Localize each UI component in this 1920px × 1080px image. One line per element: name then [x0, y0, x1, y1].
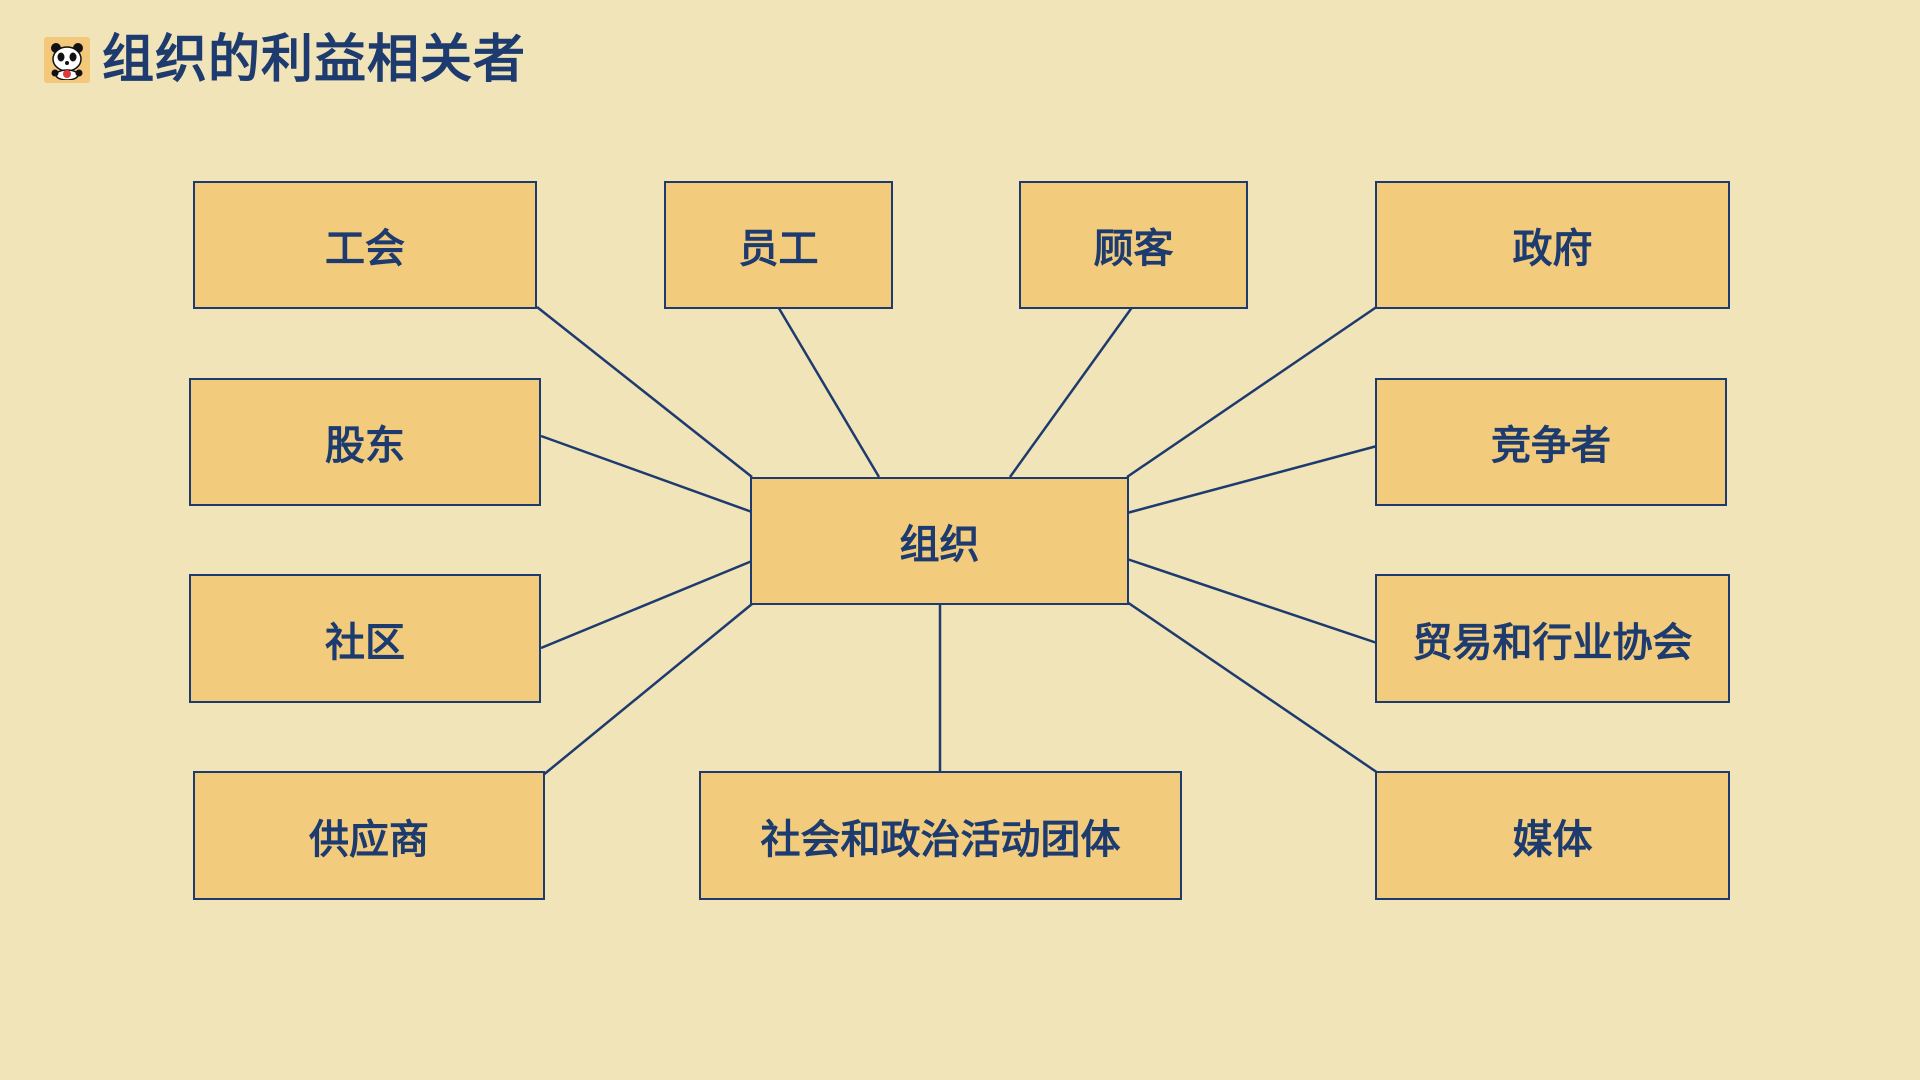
- panda-icon: [44, 37, 90, 83]
- node-suppliers: 供应商: [193, 771, 545, 900]
- link-shareholders: [540, 434, 753, 514]
- link-customers: [1008, 305, 1135, 478]
- link-union: [536, 306, 753, 478]
- link-suppliers: [541, 603, 753, 777]
- node-customers: 顾客: [1019, 181, 1248, 309]
- node-union: 工会: [193, 181, 537, 309]
- link-community: [540, 559, 753, 650]
- node-activist-groups: 社会和政治活动团体: [699, 771, 1182, 900]
- link-employees: [775, 304, 881, 478]
- node-trade-associations: 贸易和行业协会: [1375, 574, 1730, 703]
- node-competitors: 竞争者: [1375, 378, 1727, 506]
- node-government: 政府: [1375, 181, 1730, 309]
- page-title: 组织的利益相关者: [102, 30, 527, 90]
- node-community: 社区: [189, 574, 541, 703]
- link-trade-associations: [1126, 557, 1378, 645]
- link-media: [1126, 600, 1379, 775]
- node-media: 媒体: [1375, 771, 1730, 900]
- link-government: [1126, 304, 1379, 479]
- node-shareholders: 股东: [189, 378, 541, 506]
- slide-header: 组织的利益相关者: [44, 34, 526, 86]
- link-competitors: [1126, 444, 1378, 515]
- node-center-organization: 组织: [750, 477, 1129, 605]
- node-employees: 员工: [664, 181, 893, 309]
